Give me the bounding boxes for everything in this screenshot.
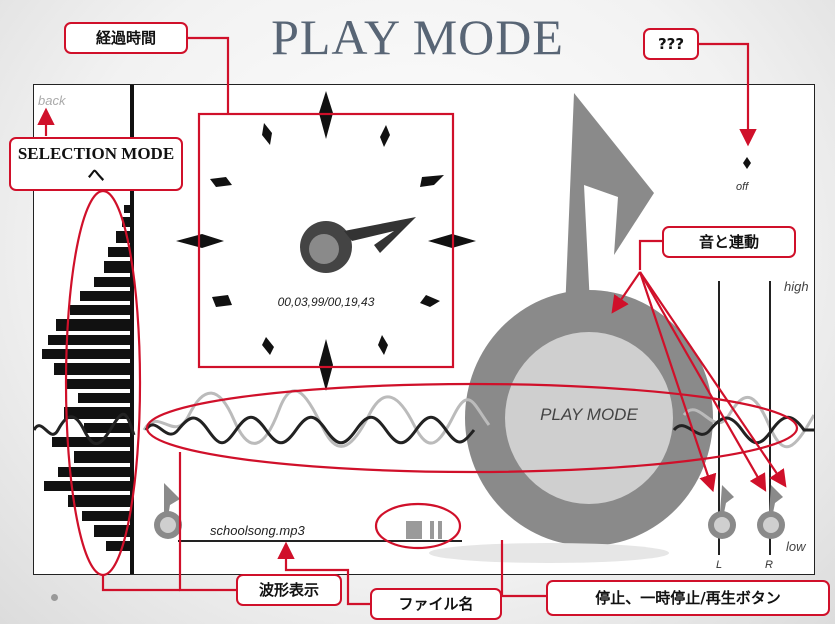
selection-mode-callout: SELECTION MODEへ bbox=[9, 137, 183, 191]
low-label: low bbox=[786, 539, 806, 554]
high-label: high bbox=[784, 279, 809, 294]
back-link[interactable]: back bbox=[38, 93, 66, 108]
slide-bullet bbox=[51, 594, 58, 601]
unknown-callout: ??? bbox=[643, 28, 699, 60]
pause-button-bar-1[interactable] bbox=[430, 521, 434, 539]
slide-title: PLAY MODE bbox=[271, 9, 564, 65]
play-mode-label: PLAY MODE bbox=[540, 405, 638, 424]
left-channel-label: L bbox=[716, 559, 723, 571]
waveform-callout: 波形表示 bbox=[236, 574, 342, 606]
file-progress-bar[interactable] bbox=[178, 540, 462, 542]
music-note-graphic bbox=[429, 93, 713, 563]
right-channel-label: R bbox=[765, 559, 773, 571]
pause-button-bar-2[interactable] bbox=[438, 521, 442, 539]
elapsed-time-callout: 経過時間 bbox=[64, 22, 188, 54]
clock-center-note bbox=[300, 217, 416, 273]
playback-buttons-callout: 停止、一時停止/再生ボタン bbox=[546, 580, 830, 616]
sound-link-callout: 音と連動 bbox=[662, 226, 796, 258]
file-name-label: schoolsong.mp3 bbox=[210, 523, 305, 538]
unknown-toggle-icon[interactable] bbox=[743, 157, 751, 169]
elapsed-time-text: 00,03,99/00,19,43 bbox=[277, 295, 375, 309]
mini-note-left bbox=[154, 483, 182, 539]
level-meter-right bbox=[757, 281, 785, 555]
off-label: off bbox=[736, 181, 749, 193]
file-name-callout: ファイル名 bbox=[370, 588, 502, 620]
stop-button[interactable] bbox=[406, 521, 422, 539]
